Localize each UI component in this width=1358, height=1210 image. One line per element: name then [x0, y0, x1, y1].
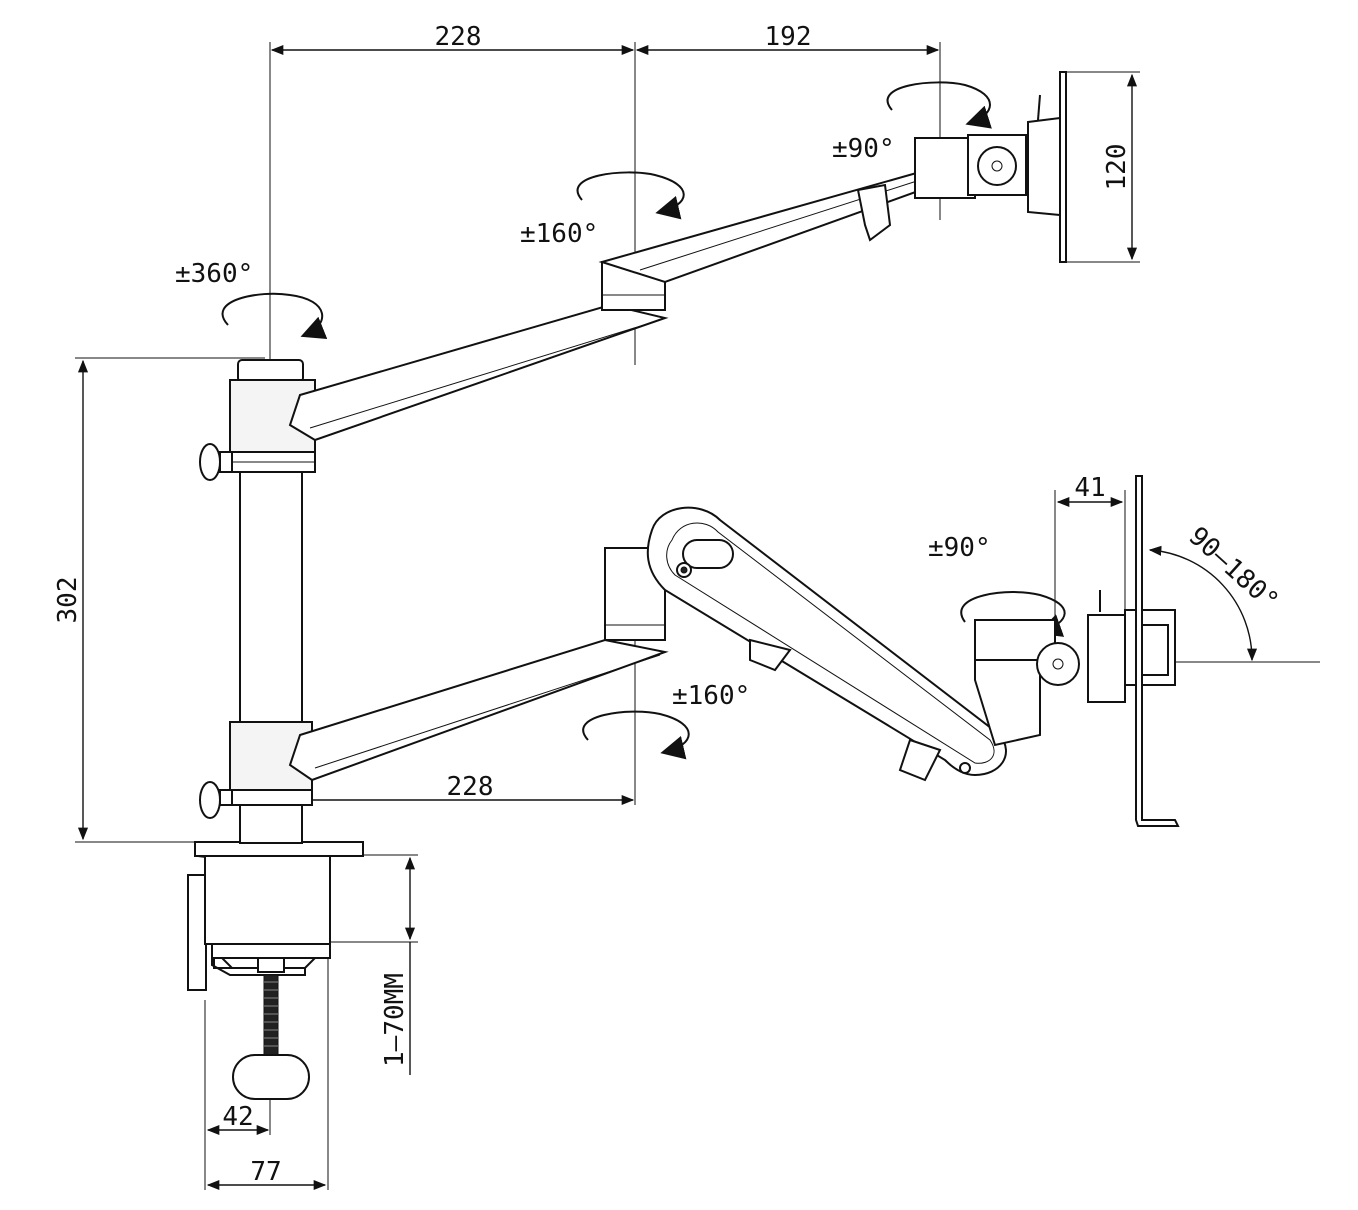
label-pole-height: 302: [53, 577, 83, 624]
rotation-arrow-pole: [221, 292, 328, 339]
label-rotation-top-elbow: ±160°: [520, 219, 598, 249]
rotation-arrow-top-elbow: [576, 171, 685, 220]
label-bottom-arm-length: 228: [447, 772, 494, 802]
bottom-arm: [199, 475, 1180, 827]
dimension-labels: 228 192 120 302 228 41 1–70MM 42 77: [53, 22, 1132, 1187]
pole: [239, 469, 303, 844]
label-top-arm-outer: 192: [765, 22, 812, 52]
desk-clamp: [187, 841, 364, 1100]
label-bottom-mount-offset: 41: [1074, 473, 1105, 503]
rotation-arrow-bottom-elbow: [582, 710, 690, 760]
top-arm: [199, 71, 1067, 481]
label-rotation-pole: ±360°: [175, 259, 253, 289]
dimension-lines: [77, 44, 1258, 1191]
label-clamp-thickness: 1–70MM: [380, 973, 410, 1067]
label-rotation-bottom-head: ±90°: [928, 533, 991, 563]
label-clamp-width: 77: [250, 1157, 281, 1187]
rotation-arrow-bottom-head: [960, 591, 1066, 637]
rotation-arrow-top-head: [886, 81, 992, 129]
label-top-mount-height: 120: [1102, 144, 1132, 191]
label-rotation-bottom-elbow: ±160°: [672, 681, 750, 711]
label-top-arm-inner: 228: [435, 22, 482, 52]
rotation-arrows: [221, 81, 1066, 760]
label-clamp-inner: 42: [222, 1102, 253, 1132]
label-rotation-top-head: ±90°: [832, 134, 895, 164]
screw-threads: [264, 981, 278, 1047]
label-tilt: 90–180°: [1183, 521, 1285, 617]
clamp-knob: [232, 1054, 310, 1100]
